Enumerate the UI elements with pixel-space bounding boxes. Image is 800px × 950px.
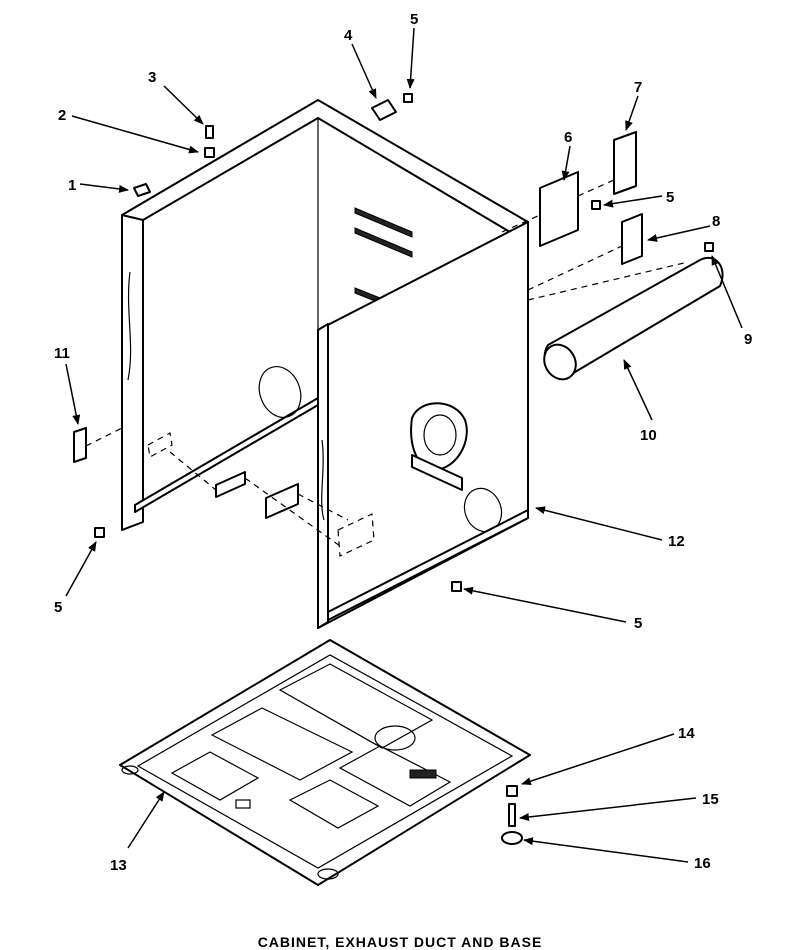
- callout-15: 15: [702, 791, 719, 808]
- callout-7: 7: [634, 79, 642, 96]
- callout-12: 12: [668, 533, 685, 550]
- callout-labels: 1 2 3 4 5 6 7 5 8 9 10 11 12 5 5 13 14 1…: [54, 11, 752, 874]
- callout-9: 9: [744, 331, 752, 348]
- leader-lines: [65, 27, 743, 863]
- small-parts: [73, 93, 724, 845]
- callout-4: 4: [344, 27, 353, 44]
- callout-14: 14: [678, 725, 695, 742]
- callout-5-top: 5: [410, 11, 418, 28]
- callout-2: 2: [58, 107, 66, 124]
- cabinet-wrapper: [121, 99, 529, 531]
- callout-13: 13: [110, 857, 127, 874]
- callout-11: 11: [54, 345, 70, 362]
- callout-10: 10: [640, 427, 657, 444]
- callout-5-right: 5: [666, 189, 674, 206]
- callout-5-left: 5: [54, 599, 62, 616]
- base-pan: [119, 639, 531, 886]
- assembly-lines: [85, 179, 689, 547]
- callout-16: 16: [694, 855, 711, 872]
- callout-1: 1: [68, 177, 76, 194]
- callout-3: 3: [148, 69, 156, 86]
- diagram-caption: CABINET, EXHAUST DUCT AND BASE: [257, 934, 543, 950]
- callout-6: 6: [564, 129, 572, 146]
- callout-8: 8: [712, 213, 720, 230]
- front-panel: [265, 221, 529, 629]
- callout-5-front: 5: [634, 615, 642, 632]
